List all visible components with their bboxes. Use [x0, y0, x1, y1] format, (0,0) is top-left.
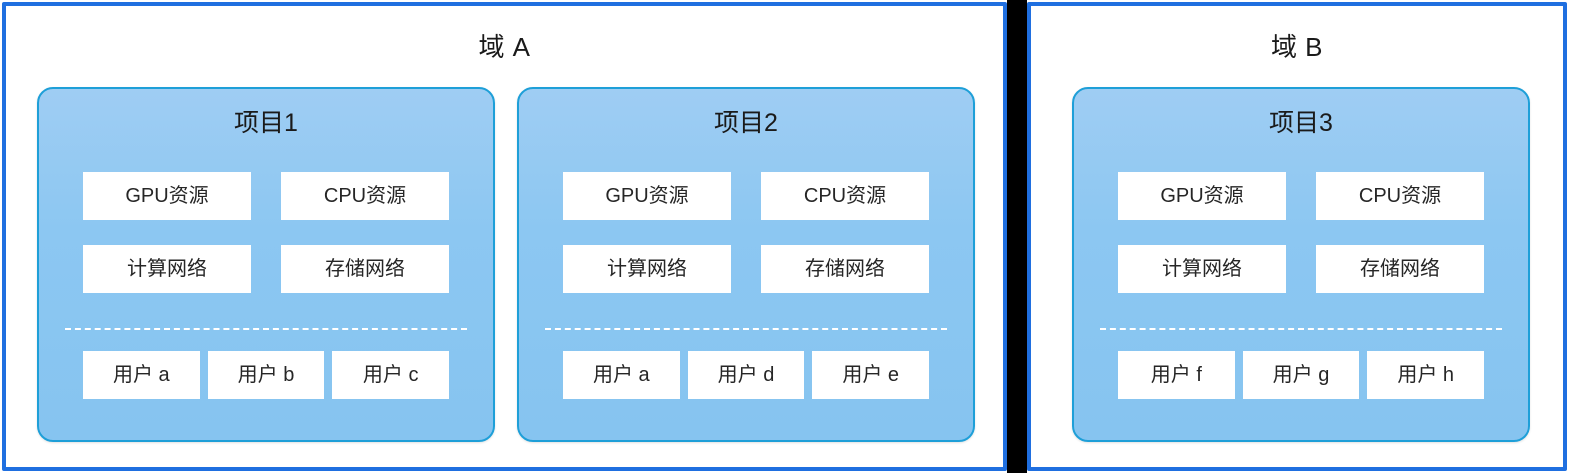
user-box[interactable]: 用户 e	[812, 351, 930, 399]
user-box[interactable]: 用户 a	[83, 351, 200, 399]
user-box[interactable]: 用户 b	[207, 351, 325, 399]
user-box[interactable]: 用户 d	[687, 351, 805, 399]
project-1-user-row: 用户 a 用户 b 用户 c	[83, 351, 450, 399]
user-box[interactable]: 用户 h	[1367, 351, 1485, 399]
resource-box-storage-network[interactable]: 存储网络	[761, 245, 929, 293]
resource-box-compute-network[interactable]: 计算网络	[1118, 245, 1286, 293]
resource-box-storage-network[interactable]: 存储网络	[281, 245, 449, 293]
resource-box-gpu[interactable]: GPU资源	[1118, 172, 1286, 220]
project-1-title: 项目1	[234, 109, 298, 137]
project-2-user-row: 用户 a 用户 d 用户 e	[563, 351, 930, 399]
project-2-resource-grid: GPU资源 CPU资源 计算网络 存储网络	[563, 172, 929, 293]
project-3-title: 项目3	[1269, 109, 1333, 137]
resource-box-gpu[interactable]: GPU资源	[83, 172, 251, 220]
resource-box-cpu[interactable]: CPU资源	[761, 172, 929, 220]
user-box[interactable]: 用户 a	[563, 351, 680, 399]
domain-b-container: 域 B 项目3 GPU资源 CPU资源 计算网络 存储网络 用户 f 用户 g …	[1027, 2, 1567, 471]
project-card-project-1[interactable]: 项目1 GPU资源 CPU资源 计算网络 存储网络 用户 a 用户 b 用户 c	[37, 87, 495, 442]
project-card-project-3[interactable]: 项目3 GPU资源 CPU资源 计算网络 存储网络 用户 f 用户 g 用户 h	[1072, 87, 1530, 442]
domain-a-title: 域 A	[478, 32, 531, 62]
project-1-separator	[65, 328, 467, 330]
project-3-separator	[1100, 328, 1502, 330]
user-box[interactable]: 用户 c	[332, 351, 450, 399]
project-3-user-row: 用户 f 用户 g 用户 h	[1118, 351, 1485, 399]
project-card-project-2[interactable]: 项目2 GPU资源 CPU资源 计算网络 存储网络 用户 a 用户 d 用户 e	[517, 87, 975, 442]
resource-box-storage-network[interactable]: 存储网络	[1316, 245, 1484, 293]
project-3-resource-grid: GPU资源 CPU资源 计算网络 存储网络	[1118, 172, 1484, 293]
resource-box-compute-network[interactable]: 计算网络	[563, 245, 731, 293]
domain-divider	[1007, 0, 1027, 473]
resource-box-cpu[interactable]: CPU资源	[281, 172, 449, 220]
user-box[interactable]: 用户 f	[1118, 351, 1235, 399]
project-2-title: 项目2	[714, 109, 778, 137]
domain-b-title: 域 B	[1270, 32, 1324, 62]
domain-a-container: 域 A 项目1 GPU资源 CPU资源 计算网络 存储网络 用户 a 用户 b …	[2, 2, 1007, 471]
user-box[interactable]: 用户 g	[1242, 351, 1360, 399]
resource-box-cpu[interactable]: CPU资源	[1316, 172, 1484, 220]
project-2-separator	[545, 328, 947, 330]
resource-box-gpu[interactable]: GPU资源	[563, 172, 731, 220]
resource-box-compute-network[interactable]: 计算网络	[83, 245, 251, 293]
project-1-resource-grid: GPU资源 CPU资源 计算网络 存储网络	[83, 172, 449, 293]
